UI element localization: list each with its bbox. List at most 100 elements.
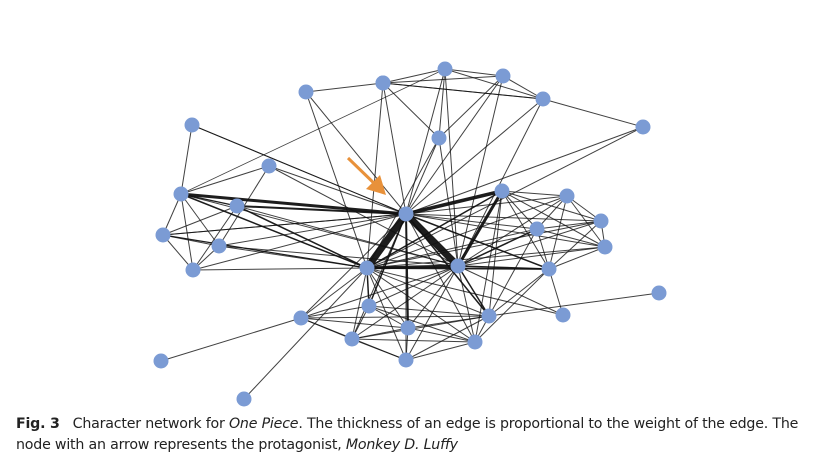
- character-node: [535, 91, 551, 107]
- network-edge: [162, 234, 194, 271]
- network-edge: [366, 195, 568, 269]
- network-edge: [191, 124, 407, 215]
- network-edge: [243, 267, 368, 400]
- network-edge: [268, 165, 459, 267]
- network-edge: [488, 228, 538, 317]
- network-edge: [366, 228, 538, 269]
- network-edge: [501, 190, 606, 248]
- network-edge: [566, 195, 606, 248]
- network-edge: [548, 268, 564, 316]
- network-edge: [180, 193, 459, 267]
- network-edge: [351, 265, 459, 340]
- network-edge: [501, 190, 568, 197]
- network-edge: [407, 327, 476, 343]
- character-node: [635, 119, 651, 135]
- character-node: [593, 213, 609, 229]
- character-node: [184, 117, 200, 133]
- network-edge: [236, 205, 368, 269]
- network-edge: [405, 213, 602, 222]
- network-edges: [160, 68, 660, 400]
- network-edge: [501, 190, 550, 270]
- network-edge: [218, 245, 459, 267]
- network-edge: [305, 91, 407, 215]
- network-edge: [438, 68, 446, 139]
- character-node: [559, 188, 575, 204]
- character-network-figure: [153, 61, 667, 407]
- character-node: [651, 285, 667, 301]
- network-edge: [366, 267, 407, 361]
- character-node: [361, 298, 377, 314]
- character-node: [236, 391, 252, 407]
- network-edge: [180, 68, 446, 195]
- character-node: [495, 68, 511, 84]
- network-edge: [457, 265, 550, 270]
- network-edge: [351, 267, 368, 340]
- network-edge: [542, 98, 644, 128]
- network-edge: [457, 195, 568, 267]
- network-edge: [438, 75, 504, 139]
- network-edge: [382, 82, 440, 139]
- network-edge: [405, 315, 490, 361]
- network-edge: [192, 267, 368, 271]
- figure-label: Fig. 3: [16, 416, 60, 432]
- network-edge: [536, 220, 602, 230]
- network-edge: [180, 165, 270, 195]
- network-edge: [366, 267, 476, 343]
- character-node: [229, 198, 245, 214]
- network-edge: [405, 195, 568, 215]
- network-edge: [405, 137, 440, 215]
- network-edge: [351, 315, 490, 340]
- network-edge: [405, 213, 606, 248]
- network-edge: [192, 205, 238, 271]
- character-node: [400, 320, 416, 336]
- network-edge: [405, 126, 644, 215]
- arrow-head: [366, 175, 386, 195]
- network-edge: [457, 265, 490, 317]
- network-edge: [382, 75, 504, 84]
- network-edge: [407, 265, 459, 329]
- network-edge: [405, 68, 446, 215]
- network-edge: [368, 265, 459, 307]
- character-node: [298, 84, 314, 100]
- network-edge: [501, 190, 602, 222]
- character-node: [211, 238, 227, 254]
- character-node: [261, 158, 277, 174]
- character-node: [155, 227, 171, 243]
- network-edge: [405, 213, 550, 270]
- network-edge: [457, 98, 544, 267]
- network-edge: [366, 220, 602, 269]
- character-node: [555, 307, 571, 323]
- network-edge: [351, 338, 476, 343]
- network-edge: [488, 292, 660, 317]
- network-edge: [403, 211, 461, 269]
- protagonist-arrow: [346, 156, 386, 195]
- network-edge: [268, 165, 407, 215]
- character-node: [494, 183, 510, 199]
- character-node: [450, 258, 466, 274]
- network-edge: [305, 82, 384, 93]
- network-edge: [162, 213, 407, 236]
- character-node: [293, 310, 309, 326]
- network-edge: [456, 190, 504, 267]
- network-nodes: [153, 61, 667, 407]
- character-node: [185, 262, 201, 278]
- character-node: [344, 331, 360, 347]
- character-node: [437, 61, 453, 77]
- network-edge: [368, 305, 476, 343]
- network-edge: [160, 317, 302, 362]
- character-node: [481, 308, 497, 324]
- network-edge: [457, 246, 606, 267]
- character-node: [375, 75, 391, 91]
- network-edge: [444, 68, 544, 100]
- character-node: [431, 130, 447, 146]
- network-edge: [366, 267, 564, 316]
- character-node: [153, 353, 169, 369]
- network-edge: [300, 265, 459, 319]
- character-node: [541, 261, 557, 277]
- character-node: [398, 352, 414, 368]
- network-edge: [548, 220, 602, 270]
- network-edge: [502, 75, 544, 100]
- character-node: [467, 334, 483, 350]
- network-edge: [180, 124, 193, 195]
- network-edge: [457, 228, 538, 267]
